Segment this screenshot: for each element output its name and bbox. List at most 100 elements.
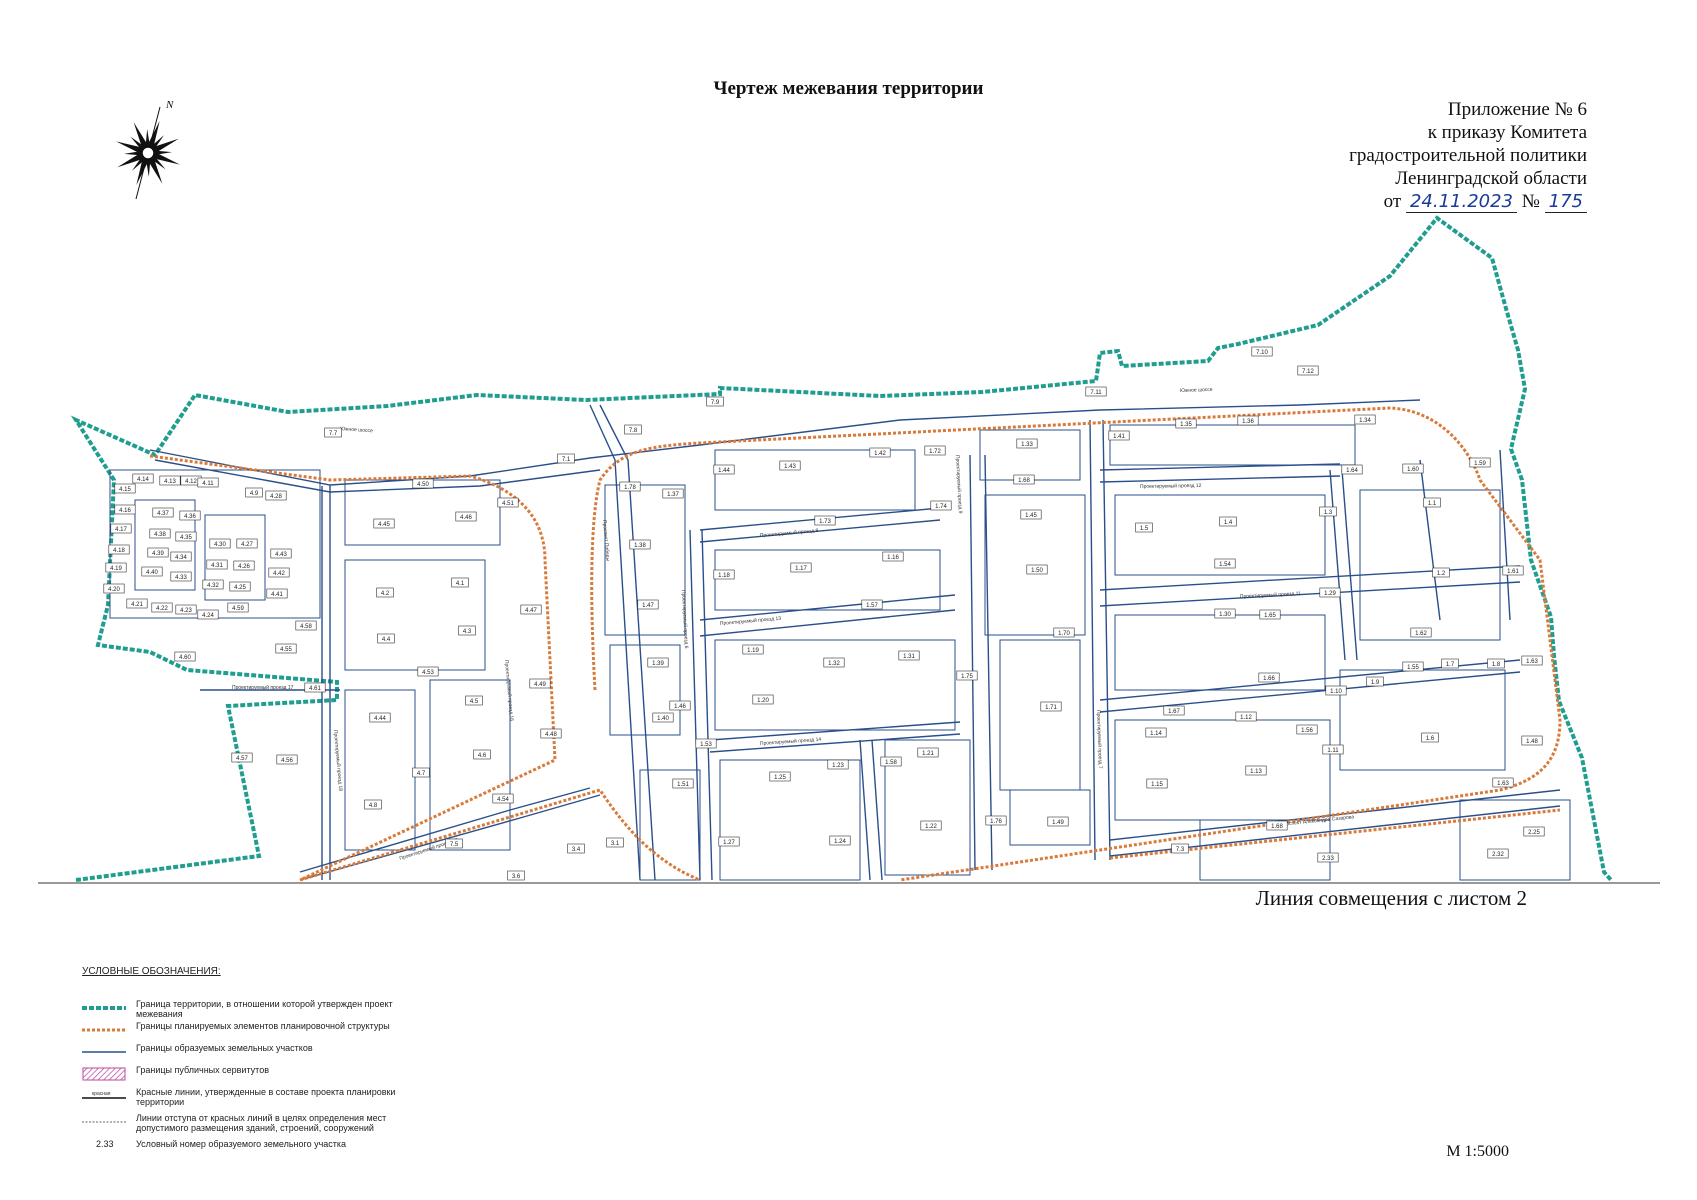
parcel-number-box bbox=[132, 473, 154, 484]
parcel-number-box bbox=[369, 712, 391, 723]
parcel-number: 1.1 bbox=[1428, 501, 1437, 507]
parcel-number-box bbox=[718, 836, 740, 847]
north-label: N bbox=[165, 99, 174, 111]
parcel-number-box bbox=[412, 767, 430, 778]
parcel-number-box bbox=[1402, 463, 1424, 474]
parcel-number: 1.49 bbox=[1052, 820, 1064, 826]
territory-border-swatch-icon bbox=[82, 1006, 126, 1010]
parcel-number: 2.33 bbox=[1322, 856, 1334, 862]
parcel-number: 7.8 bbox=[629, 428, 638, 434]
road-names: Южное шоссе Южное шоссе Проспект Победы … bbox=[232, 387, 1355, 862]
road-label: Проектируемый проезд 6 bbox=[680, 590, 690, 649]
compass-rose-icon: N bbox=[116, 99, 180, 200]
parcel-number: 4.45 bbox=[378, 522, 390, 528]
parcel-number-box bbox=[455, 511, 477, 522]
parcel-number: 1.53 bbox=[700, 742, 712, 748]
parcel-number-box bbox=[1108, 430, 1130, 441]
parcel-number: 1.20 bbox=[757, 698, 769, 704]
parcel-number-box bbox=[1016, 438, 1038, 449]
road-label: Проектируемый проезд 17 bbox=[232, 684, 294, 691]
parcel-number: 1.6 bbox=[1426, 736, 1435, 742]
parcel-number: 7.11 bbox=[1090, 390, 1102, 396]
parcel-number-box bbox=[652, 712, 674, 723]
parcel-number-box bbox=[412, 478, 434, 489]
parcel-number: 1.66 bbox=[1263, 676, 1275, 682]
parcel-number-box bbox=[917, 747, 939, 758]
parcel-number-box bbox=[1297, 365, 1319, 376]
parcel-number: 4.2 bbox=[381, 591, 390, 597]
parcel-number-box bbox=[1487, 658, 1505, 669]
parcel-number: 1.47 bbox=[642, 603, 654, 609]
parcel-number: 4.50 bbox=[417, 482, 429, 488]
parcel-number-box bbox=[170, 571, 192, 582]
parcel-number: 4.3 bbox=[463, 629, 472, 635]
parcel-number-box bbox=[197, 609, 219, 620]
parcel-number-box bbox=[206, 559, 228, 570]
parcel-number: 1.62 bbox=[1415, 631, 1427, 637]
parcel-number: 2.32 bbox=[1492, 852, 1504, 858]
parcel-number-box bbox=[790, 562, 812, 573]
legend-text: Линии отступа от красных линий в целях о… bbox=[136, 1113, 387, 1133]
parcel-number: 4.13 bbox=[164, 479, 176, 485]
parcel-number-box bbox=[606, 837, 624, 848]
parcel-number: 4.36 bbox=[184, 514, 196, 520]
parcel-number-box bbox=[1053, 627, 1075, 638]
parcel-number: 1.59 bbox=[1474, 461, 1486, 467]
parcel-number: 4.58 bbox=[300, 624, 312, 630]
parcel-number: 4.60 bbox=[179, 655, 191, 661]
legend-text: Границы планируемых элементов планировоч… bbox=[136, 1021, 390, 1031]
parcel-number-box bbox=[713, 569, 735, 580]
parcel-number: 4.61 bbox=[309, 686, 321, 692]
parcel-number: 4.26 bbox=[238, 564, 250, 570]
parcel-number-box bbox=[985, 815, 1007, 826]
parcel-number: 1.38 bbox=[634, 543, 646, 549]
parcel-number: 4.12 bbox=[185, 479, 197, 485]
parcel-number-box bbox=[1026, 564, 1048, 575]
parcel-number-box bbox=[823, 657, 845, 668]
parcel-number-box bbox=[1410, 627, 1432, 638]
parcel-number: 4.35 bbox=[180, 535, 192, 541]
parcel-number-box bbox=[567, 843, 585, 854]
parcel-number: 4.18 bbox=[113, 548, 125, 554]
parcel-number: 1.75 bbox=[961, 674, 973, 680]
parcel-number: 1.18 bbox=[718, 573, 730, 579]
parcel-number: 4.56 bbox=[281, 758, 293, 764]
road-label: Проектируемый проезд 7 bbox=[1095, 710, 1104, 769]
parcel-number: 4.30 bbox=[214, 542, 226, 548]
parcel-number-box bbox=[529, 678, 551, 689]
parcel-number-box bbox=[152, 507, 174, 518]
road-label: Проектируемый проезд 18 bbox=[332, 730, 344, 792]
parcel-number-box bbox=[473, 749, 491, 760]
parcel-number: 1.7 bbox=[1446, 662, 1455, 668]
parcel-number: 4.48 bbox=[545, 732, 557, 738]
legend: УСЛОВНЫЕ ОБОЗНАЧЕНИЯ: Граница территории… bbox=[82, 966, 395, 1161]
parcel-number: 4.28 bbox=[270, 494, 282, 500]
servitude-swatch-icon bbox=[82, 1067, 126, 1081]
parcel-number: 1.61 bbox=[1507, 569, 1519, 575]
parcel-number-box bbox=[1251, 346, 1273, 357]
parcel-number-box bbox=[1322, 744, 1344, 755]
parcel-number: 1.68 bbox=[1018, 478, 1030, 484]
parcel-number-box bbox=[507, 870, 525, 881]
parcel-number-box bbox=[170, 551, 192, 562]
parcel-number-box bbox=[1296, 724, 1318, 735]
parcel-number-box bbox=[497, 497, 519, 508]
parcel-number-box bbox=[880, 756, 902, 767]
parcel-number: 1.76 bbox=[990, 819, 1002, 825]
parcel-number-box bbox=[752, 694, 774, 705]
parcel-number-box bbox=[930, 500, 952, 511]
parcel-number-box bbox=[103, 583, 125, 594]
parcel-number: 4.37 bbox=[157, 511, 169, 517]
parcel-number-box bbox=[1521, 735, 1543, 746]
appendix-block: Приложение № 6 к приказу Комитета градос… bbox=[1349, 98, 1587, 213]
parcel-number-box bbox=[898, 650, 920, 661]
parcel-number: 1.42 bbox=[874, 451, 886, 457]
parcel-number-box bbox=[147, 547, 169, 558]
parcel-number: 1.57 bbox=[866, 603, 878, 609]
parcel-number: 1.70 bbox=[1058, 631, 1070, 637]
legend-item: Границы образуемых земельных участков bbox=[82, 1043, 313, 1061]
parcel-number: 7.10 bbox=[1256, 350, 1268, 356]
parcel-number: 7.1 bbox=[562, 457, 571, 463]
parcel-number: 1.5 bbox=[1140, 526, 1149, 532]
structure-boundaries bbox=[149, 406, 1562, 882]
